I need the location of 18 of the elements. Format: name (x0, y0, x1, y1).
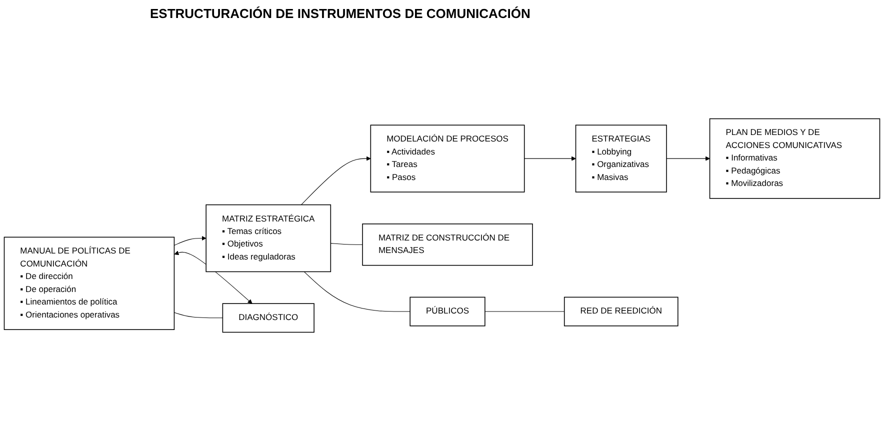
node-box: MODELACIÓN DE PROCESOS ▪ Actividades ▪ Tareas ▪ Pasos (370, 124, 525, 192)
node-box: RED DE REEDICIÓN (564, 296, 678, 326)
node-box: PÚBLICOS (410, 296, 486, 326)
node-box: DIAGNÓSTICO (222, 303, 314, 333)
node-box: ESTRATEGIAS ▪ Lobbying ▪ Organizativas ▪ Masivas (575, 124, 667, 192)
node-box: PLAN DE MEDIOS Y DE ACCIONES COMUNICATIVAS ▪ Informativas ▪ Pedagógicas ▪ Movilizadoras (709, 118, 880, 199)
node-box: MATRIZ ESTRATÉGICA ▪ Temas críticos ▪ Objetivos ▪ Ideas reguladoras (206, 204, 332, 272)
diagram-title: ESTRUCTURACIÓN DE INSTRUMENTOS DE COMUNICACIÓN (150, 6, 532, 21)
connector (174, 312, 223, 318)
arrow (666, 156, 710, 161)
connector (304, 271, 410, 312)
arrow (524, 156, 576, 161)
arrow (300, 156, 371, 206)
connector (330, 243, 363, 245)
node-box: MANUAL DE POLÍTICAS DE COMUNICACIÓN ▪ De dirección ▪ De operación ▪ Lineamientos de política ▪ Orientaciones operativas (4, 236, 175, 330)
connector (484, 311, 565, 312)
arrow (174, 236, 206, 246)
node-box: MATRIZ DE CONSTRUCCIÓN DE MENSAJES (362, 224, 533, 266)
